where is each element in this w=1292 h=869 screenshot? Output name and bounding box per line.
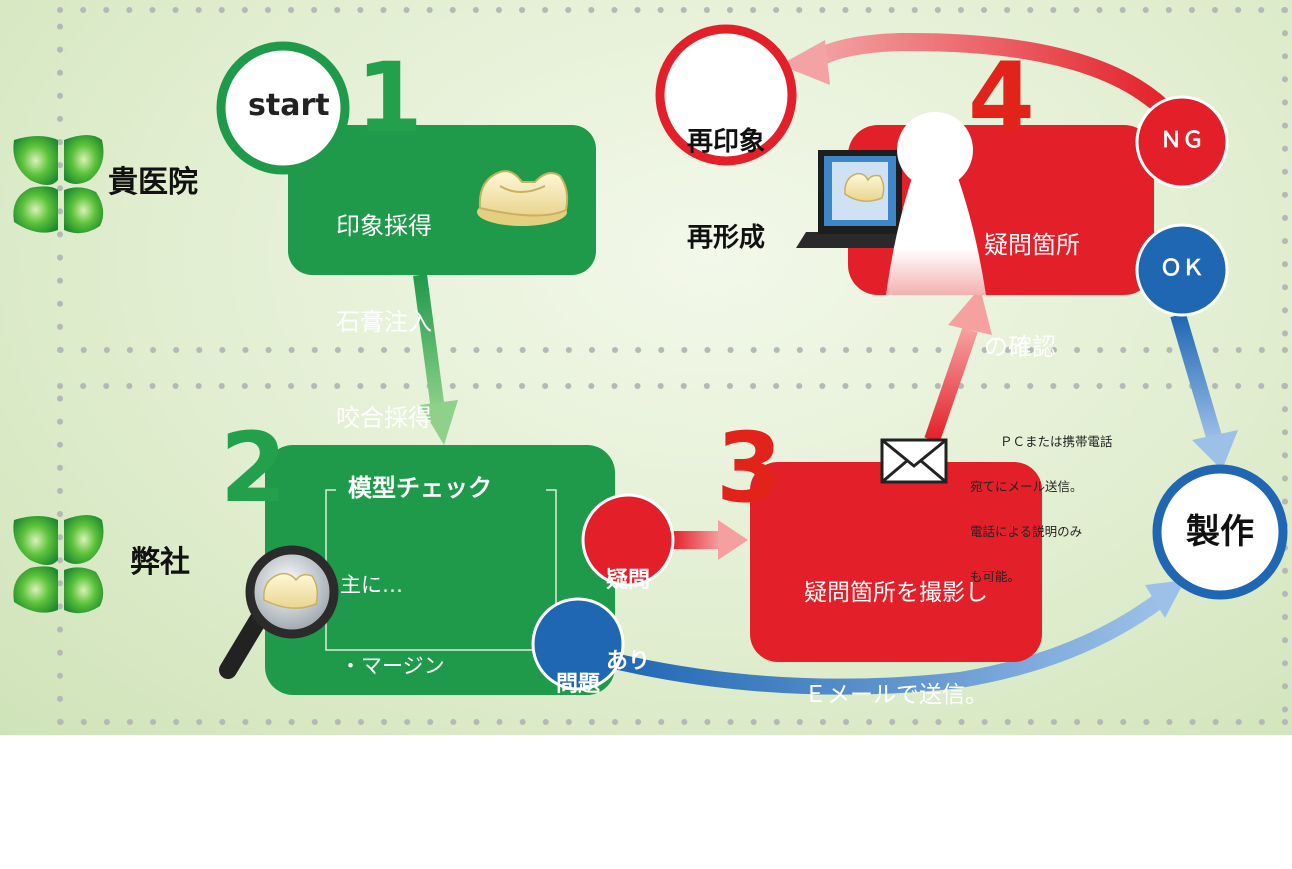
clover-icon-clinic <box>13 135 104 234</box>
step1-box <box>288 125 596 275</box>
diagram-canvas: 貴医院 弊社 1 2 3 4 start 印象採得 石膏注入 咬合採得 模型チェ… <box>0 0 1292 735</box>
step2-item: ・マージン <box>340 654 445 678</box>
arrow-issue-to-step3 <box>672 520 748 560</box>
step3-box <box>750 462 1042 662</box>
ng-badge-text: ＮＧ <box>1159 128 1204 153</box>
clinic-zone-label: 貴医院 <box>108 165 198 200</box>
ng-badge <box>1135 95 1229 189</box>
step1-line: 印象採得 <box>336 212 432 240</box>
no-issue-badge-line: なし <box>555 753 600 778</box>
redo-line: 再印象 <box>686 127 765 157</box>
step2-item: ・平行性 など <box>340 816 487 840</box>
no-issue-badge-text: 問題 なし <box>546 617 610 806</box>
step4-line: の確認 <box>984 333 1056 361</box>
produce-circle <box>1152 464 1288 600</box>
step3-note-line: 電話による説明のみ <box>970 524 1083 539</box>
denture-model-icon <box>477 170 569 226</box>
clover-icon-lab <box>13 515 104 614</box>
step3-number: 3 <box>716 412 783 524</box>
step2-intro: 主に… <box>340 573 403 597</box>
issue-badge-line: あり <box>605 649 650 674</box>
step3-note-line: ＰＣまたは携帯電話 <box>1000 434 1113 449</box>
issue-badge-line: 疑問 <box>605 568 650 593</box>
step2-item: ・クリアランス <box>340 735 487 759</box>
issue-badge <box>581 493 675 587</box>
lab-zone-label: 弊社 <box>130 545 190 580</box>
arrow-ng-to-redo <box>780 32 1177 122</box>
step2-title: 模型チェック <box>348 474 492 502</box>
issue-badge-text: 疑問 あり <box>596 513 660 702</box>
no-issue-badge-line: 問題 <box>555 672 600 697</box>
step3-note-line: も可能。 <box>970 569 1021 584</box>
step1-number: 1 <box>356 42 423 154</box>
laptop-icon <box>796 150 912 248</box>
no-issue-badge <box>531 597 625 691</box>
redo-line: 再形成 <box>686 223 765 253</box>
step4-number: 4 <box>968 42 1035 154</box>
step3-line: 又は電話で説明。 <box>804 784 988 810</box>
step2-text: 主に… ・マージン ・クリアランス ・平行性 など <box>340 518 487 869</box>
redo-text: 再印象 再形成 <box>670 62 782 286</box>
envelope-icon <box>880 438 948 484</box>
step3-note: ＰＣまたは携帯電話 宛てにメール送信。 電話による説明のみ も可能。 <box>970 404 1113 599</box>
magnifier-icon <box>219 545 339 679</box>
step3-line: 疑問箇所を撮影し <box>804 580 988 606</box>
start-label: start <box>248 88 330 123</box>
arrow-step3-to-step4 <box>924 288 992 443</box>
diagram-graphics <box>13 7 1288 725</box>
start-circle <box>216 41 350 175</box>
step1-line: 咬合採得 <box>336 404 432 432</box>
ok-badge-text: ＯＫ <box>1159 256 1204 281</box>
step2-number: 2 <box>220 412 287 524</box>
step3-note-line: 宛てにメール送信。 <box>970 479 1083 494</box>
arrow-no-issue-to-produce <box>608 580 1185 695</box>
step4-line: 疑問箇所 <box>984 231 1080 259</box>
step3-line: Ｅメールで送信。 <box>804 682 988 708</box>
arrow-ok-to-produce <box>1170 312 1238 470</box>
produce-text: 製作 <box>1186 512 1254 552</box>
step1-line: 石膏注入 <box>336 308 432 336</box>
step1-text: 印象採得 石膏注入 咬合採得 <box>336 146 432 466</box>
ok-badge <box>1135 223 1229 317</box>
step4-text: 疑問箇所 の確認 <box>984 160 1080 398</box>
redo-circle <box>655 24 797 166</box>
arrow-step1-to-step2 <box>413 274 458 445</box>
person-icon <box>886 112 986 295</box>
